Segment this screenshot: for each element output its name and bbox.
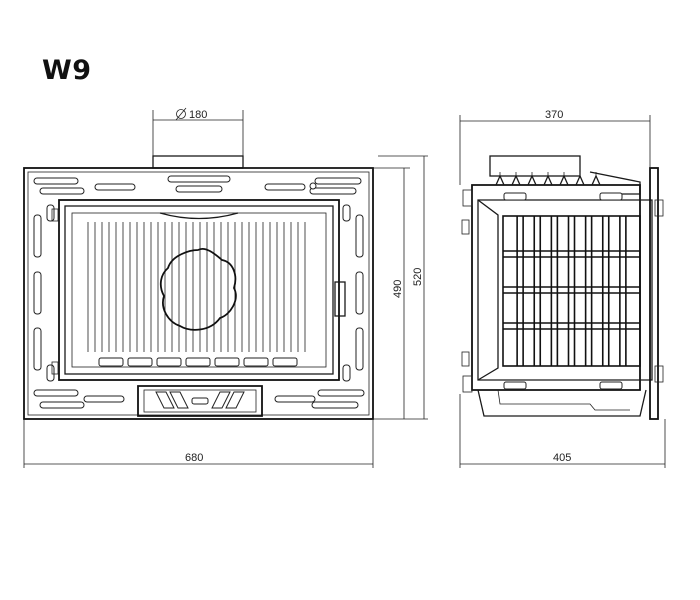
front-view bbox=[23, 155, 374, 420]
dimension-side-top: 370 bbox=[459, 109, 651, 185]
front-right-slots bbox=[342, 204, 364, 382]
front-outer-frame bbox=[23, 167, 374, 420]
front-top-slots bbox=[33, 175, 362, 195]
dimension-side-depth: 405 bbox=[459, 394, 666, 468]
side-front-plate bbox=[649, 167, 659, 420]
door-glass bbox=[71, 212, 327, 368]
dimension-front-height: 490 520 bbox=[243, 155, 428, 420]
front-width-label: 680 bbox=[185, 452, 203, 464]
side-depth-label: 405 bbox=[553, 452, 571, 464]
door-bottom-slots bbox=[98, 357, 298, 367]
cutaway-view bbox=[159, 247, 237, 331]
front-left-slots bbox=[33, 204, 55, 382]
dimension-front-width: 680 bbox=[23, 419, 374, 468]
front-height-inner-label: 490 bbox=[392, 280, 404, 298]
side-top-width-label: 370 bbox=[545, 109, 563, 121]
front-height-outer-label: 520 bbox=[412, 268, 424, 286]
door-handle[interactable] bbox=[334, 281, 346, 317]
front-bottom-slots bbox=[33, 389, 365, 409]
glass-ribs bbox=[87, 222, 306, 352]
top-heat-fins bbox=[495, 172, 601, 186]
flue-collar bbox=[152, 155, 244, 169]
ash-drawer-vents bbox=[155, 391, 245, 409]
side-heat-grid bbox=[502, 215, 641, 367]
side-view bbox=[461, 155, 664, 420]
model-title: W9 bbox=[42, 55, 92, 86]
dimension-flue: 180 bbox=[152, 107, 244, 156]
ash-drawer[interactable] bbox=[137, 385, 263, 417]
door-frame bbox=[58, 199, 340, 381]
diameter-icon bbox=[176, 109, 186, 119]
flue-diameter-label: 180 bbox=[189, 109, 207, 121]
